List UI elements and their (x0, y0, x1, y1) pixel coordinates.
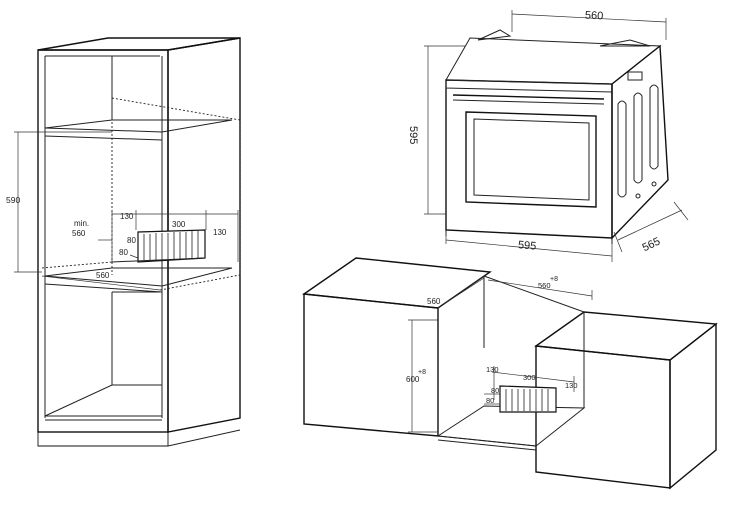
oven-top-width: 560 (585, 9, 604, 22)
tall-height-label: 590 (6, 195, 20, 205)
tall-min-label: min. (74, 219, 89, 228)
oven-height: 595 (407, 126, 419, 144)
tall-cutout-width: 300 (172, 220, 186, 229)
oven-front-width: 595 (517, 239, 536, 253)
vent-grille (143, 231, 199, 260)
undercounter-drawing: 560 +8 560 +8 600 130 300 130 80 80 (302, 257, 718, 490)
tall-vent-height-2: 80 (119, 248, 128, 257)
oven-depth: 565 (641, 236, 663, 255)
undercounter-cutout-offset-right: 130 (565, 381, 578, 390)
tall-bottom-width-label: 560 (96, 271, 110, 280)
tall-vent-height-1: 80 (127, 236, 136, 245)
tall-cutout-offset-left: 130 (120, 212, 134, 221)
undercounter-cutout-offset-left: 130 (486, 365, 499, 374)
undercounter-vent-grille (505, 389, 549, 411)
oven-drawing: 560 595 595 565 (407, 9, 689, 262)
undercounter-width-tolerance: +8 (550, 276, 558, 283)
tall-width-min-label: 560 (72, 229, 86, 238)
undercounter-depth-label: 560 (427, 297, 441, 306)
undercounter-height-label: 600 (406, 375, 420, 384)
undercounter-width-label: 560 (538, 281, 551, 290)
tall-cabinet-drawing: 590 min. 560 130 300 130 80 80 560 (6, 37, 241, 447)
undercounter-height-tolerance: +8 (418, 369, 426, 376)
undercounter-cutout-width: 300 (523, 373, 536, 382)
undercounter-vent-height-2: 80 (486, 396, 494, 405)
undercounter-vent-height-1: 80 (491, 386, 499, 395)
tall-cutout-offset-right: 130 (213, 228, 227, 237)
